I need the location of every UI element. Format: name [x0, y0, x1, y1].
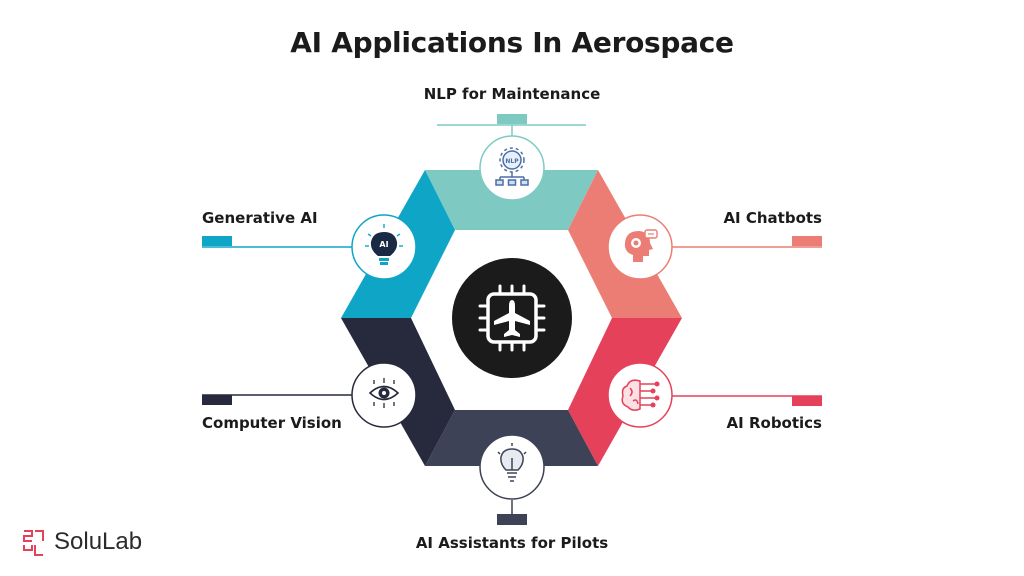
- circle-nlp: NLP: [479, 135, 545, 201]
- label-ai-assistants-for-pilots: AI Assistants for Pilots: [415, 534, 609, 552]
- nlp-badge-text: NLP: [505, 158, 519, 165]
- connector-pilots: [497, 500, 527, 525]
- connector-chatbots: [670, 236, 822, 248]
- connector-robotics: [670, 395, 822, 406]
- ai-badge-text: AI: [379, 240, 388, 249]
- eye-chip-icon: [368, 378, 400, 408]
- label-ai-robotics: AI Robotics: [726, 414, 822, 432]
- circle-pilots: [479, 434, 545, 500]
- circle-robotics: [607, 362, 673, 428]
- chatbot-head-icon: [624, 229, 658, 262]
- lightbulb-icon: [497, 443, 527, 482]
- center-hub: [444, 250, 580, 386]
- brand: SoluLab: [22, 527, 142, 557]
- ai-bulb-icon: AI: [365, 224, 403, 265]
- label-computer-vision: Computer Vision: [202, 414, 342, 432]
- nlp-gear-icon: NLP: [495, 147, 529, 186]
- connector-generative: [202, 236, 353, 248]
- label-nlp-for-maintenance: NLP for Maintenance: [423, 85, 601, 103]
- circle-vision: [351, 362, 417, 428]
- label-ai-chatbots: AI Chatbots: [723, 209, 822, 227]
- circle-chatbots: [607, 214, 673, 280]
- page-title: AI Applications In Aerospace: [290, 26, 734, 59]
- connector-vision: [202, 394, 353, 405]
- circle-generative: AI: [351, 214, 417, 280]
- robotic-brain-icon: [621, 379, 660, 411]
- solulab-logo-mark: [23, 530, 44, 556]
- label-generative-ai: Generative AI: [202, 209, 318, 227]
- brand-name: SoluLab: [54, 528, 143, 555]
- airplane-chip-icon: [478, 284, 546, 352]
